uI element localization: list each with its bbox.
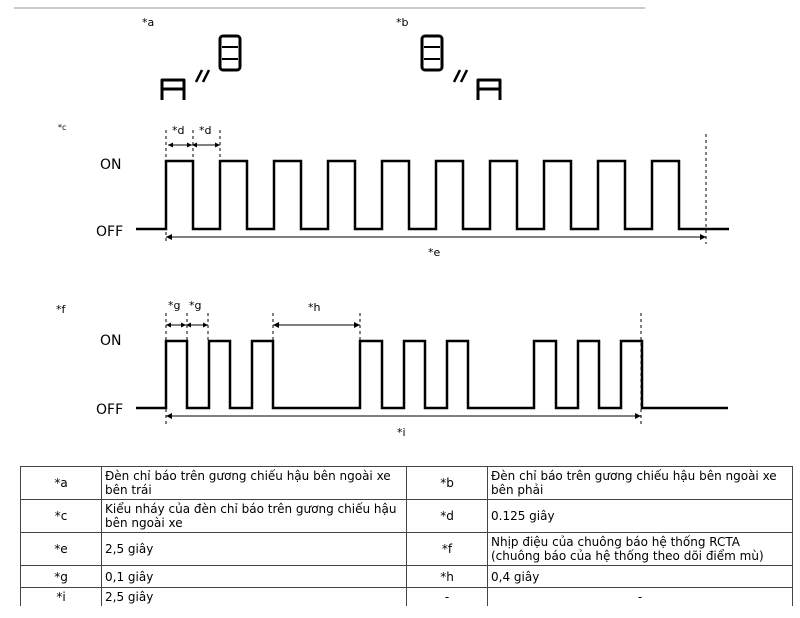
- label-a: *a: [142, 16, 154, 29]
- label-f: *f: [56, 303, 67, 316]
- legend-code: *b: [406, 466, 488, 500]
- legend-code: -: [406, 587, 488, 606]
- buzzer-gap-label: *h: [308, 301, 321, 314]
- blink-period-label-1: *d: [172, 124, 184, 137]
- label-c: *c: [58, 123, 66, 132]
- buzzer-waveform: [136, 339, 728, 410]
- legend-description: Nhịp điệu của chuông báo hệ thống RCTA (…: [487, 532, 793, 566]
- legend-table: *a Đèn chỉ báo trên gương chiếu hậu bên …: [20, 466, 793, 606]
- legend-code: *c: [20, 499, 102, 533]
- buzzer-on-label: ON: [100, 333, 122, 349]
- legend-code: *a: [20, 466, 102, 500]
- buzzer-pulse-label-2: *g: [189, 299, 201, 312]
- legend-row: *i 2,5 giây - -: [20, 587, 793, 606]
- legend-description: 2,5 giây: [101, 587, 407, 606]
- legend-code: *h: [406, 565, 488, 588]
- legend-row: *e 2,5 giây *f Nhịp điệu của chuông báo …: [20, 532, 793, 566]
- buzzer-pulse-dimension: [166, 322, 208, 328]
- right-mirror-indicator-icon: [420, 34, 502, 100]
- blink-off-label: OFF: [96, 224, 123, 240]
- rcta-timing-diagram: *a *b *c ON OFF *d *d: [14, 7, 729, 439]
- legend-code: *i: [20, 587, 102, 606]
- blink-total-dimension: [166, 234, 706, 240]
- legend-description: 0,4 giây: [487, 565, 793, 588]
- legend-code: *e: [20, 532, 102, 566]
- buzzer-pulse-label-1: *g: [168, 299, 180, 312]
- legend-row: *c Kiểu nháy của đèn chỉ báo trên gương …: [20, 499, 793, 533]
- legend-row: *g 0,1 giây *h 0,4 giây: [20, 565, 793, 588]
- legend-code: *d: [406, 499, 488, 533]
- buzzer-off-label: OFF: [96, 402, 123, 418]
- legend-description: Đèn chỉ báo trên gương chiếu hậu bên ngo…: [101, 466, 407, 500]
- legend-code: *g: [20, 565, 102, 588]
- legend-description: -: [487, 587, 793, 606]
- blink-total-label: *e: [428, 246, 441, 259]
- blink-waveform: [136, 159, 729, 231]
- legend-description: 2,5 giây: [101, 532, 407, 566]
- legend-row: *a Đèn chỉ báo trên gương chiếu hậu bên …: [20, 466, 793, 500]
- legend-description: 0,1 giây: [101, 565, 407, 588]
- blink-period-label-2: *d: [199, 124, 211, 137]
- legend-description: Kiểu nháy của đèn chỉ báo trên gương chi…: [101, 499, 407, 533]
- buzzer-total-dimension: [166, 413, 641, 419]
- legend-description: 0.125 giây: [487, 499, 793, 533]
- label-b: *b: [396, 16, 409, 29]
- left-mirror-indicator-icon: [160, 34, 242, 100]
- buzzer-gap-dimension: [273, 322, 360, 328]
- legend-code: *f: [406, 532, 488, 566]
- blink-period-dimension: [168, 142, 220, 148]
- buzzer-total-label: *i: [397, 426, 406, 439]
- blink-on-label: ON: [100, 157, 122, 173]
- legend-description: Đèn chỉ báo trên gương chiếu hậu bên ngo…: [487, 466, 793, 500]
